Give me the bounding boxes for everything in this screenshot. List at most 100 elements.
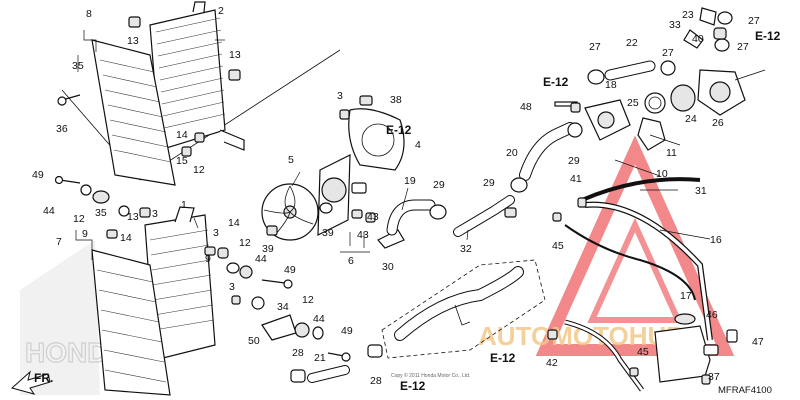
callout: 30 xyxy=(382,261,394,273)
callout: 38 xyxy=(390,94,402,106)
callout: 3 xyxy=(337,90,343,102)
ref-e12-shroud[interactable]: E-12 xyxy=(386,123,412,137)
engine-pipe xyxy=(395,267,523,340)
reference-box xyxy=(381,259,546,359)
callout: 2 xyxy=(218,5,224,17)
callout: 25 xyxy=(627,97,639,109)
upper-radiator xyxy=(149,1,245,151)
callout: 37 xyxy=(708,371,720,383)
callout: 22 xyxy=(626,37,638,49)
callout: 50 xyxy=(248,335,260,347)
callout-numbers: 8 35 36 13 2 13 14 15 12 49 44 12 35 13 … xyxy=(32,5,764,387)
ref-e12-thermostat[interactable]: E-12 xyxy=(543,75,569,89)
lower-radiator-grille xyxy=(91,249,171,396)
callout: 17 xyxy=(680,290,692,302)
hardware xyxy=(54,16,351,362)
callout: 39 xyxy=(322,227,334,239)
ref-e12-engine-pipe[interactable]: E-12 xyxy=(490,351,516,365)
callout: 16 xyxy=(710,234,722,246)
ref-e12-lower-hose[interactable]: E-12 xyxy=(400,379,426,393)
reserve-tank-hose xyxy=(564,320,644,391)
callout: 6 xyxy=(348,255,354,267)
callout: 35 xyxy=(95,207,107,219)
callout: 31 xyxy=(695,185,707,197)
hose-clamp xyxy=(587,69,605,85)
callout: 44 xyxy=(43,205,55,217)
callout: 49 xyxy=(341,325,353,337)
bolt xyxy=(266,225,278,236)
callout: 49 xyxy=(284,264,296,276)
bolt xyxy=(504,207,517,218)
callout: 15 xyxy=(176,155,188,167)
callout: 29 xyxy=(568,155,580,167)
front-arrow-label: FR. xyxy=(34,371,53,385)
callout: 27 xyxy=(748,15,760,27)
callout: 4 xyxy=(415,139,421,151)
callout: 43 xyxy=(367,211,379,223)
callout: 13 xyxy=(229,49,241,61)
callout: 49 xyxy=(32,169,44,181)
ref-e12-pump[interactable]: E-12 xyxy=(755,29,781,43)
callout: 10 xyxy=(656,168,668,180)
callout: 7 xyxy=(56,236,62,248)
fine-print: Copy © 2011 Honda Motor Co., Ltd. xyxy=(391,372,470,379)
callout: 35 xyxy=(72,60,84,72)
callout: 8 xyxy=(86,8,92,20)
callout: 27 xyxy=(662,47,674,59)
hose xyxy=(387,200,435,235)
callout: 23 xyxy=(682,9,694,21)
callout: 43 xyxy=(357,229,369,241)
callout: 28 xyxy=(370,375,382,387)
bolt xyxy=(351,209,363,219)
callout: 24 xyxy=(685,113,697,125)
diagram-code: MFRAF4100 xyxy=(718,385,772,396)
breather-tube xyxy=(564,224,696,301)
bolt xyxy=(359,95,373,106)
group-boundary-line xyxy=(61,49,341,181)
callout: 33 xyxy=(669,19,681,31)
upper-hose xyxy=(520,123,575,180)
callout: 28 xyxy=(292,347,304,359)
callout: 47 xyxy=(752,336,764,348)
callout: 27 xyxy=(589,41,601,53)
callout: 13 xyxy=(127,35,139,47)
callout: 12 xyxy=(302,294,314,306)
callout: 5 xyxy=(288,154,294,166)
radiator-stay xyxy=(261,314,297,341)
callout: 1 xyxy=(181,199,187,211)
hose-clamp xyxy=(367,344,383,358)
water-pump xyxy=(670,69,766,116)
clip xyxy=(629,367,639,377)
hose-clamp xyxy=(714,38,730,52)
fitting xyxy=(713,27,727,40)
upper-radiator-grille xyxy=(91,39,176,186)
callout: 46 xyxy=(706,309,718,321)
callout: 42 xyxy=(546,357,558,369)
hose-clamp xyxy=(429,204,447,220)
callout: 26 xyxy=(712,117,724,129)
callout: 18 xyxy=(605,79,617,91)
callout: 27 xyxy=(737,41,749,53)
callout: 12 xyxy=(193,164,205,176)
bolt xyxy=(365,212,376,223)
clip xyxy=(552,212,562,222)
callout: 14 xyxy=(176,129,188,141)
callout: 3 xyxy=(152,208,158,220)
callout: 44 xyxy=(313,313,325,325)
callout: 9 xyxy=(82,228,88,240)
bypass-hose xyxy=(605,61,655,80)
fan-motor xyxy=(317,154,367,236)
hose-clamp xyxy=(510,177,528,193)
callout: 3 xyxy=(229,281,235,293)
bolt xyxy=(570,102,581,113)
callout: 45 xyxy=(637,346,649,358)
thermostat-housing xyxy=(554,92,666,151)
bolt xyxy=(339,109,350,120)
callout: 29 xyxy=(433,179,445,191)
callout: 14 xyxy=(228,217,240,229)
hose-clamp xyxy=(290,369,306,383)
callout: 32 xyxy=(460,243,472,255)
callout: 29 xyxy=(483,177,495,189)
callout: 21 xyxy=(314,352,326,364)
